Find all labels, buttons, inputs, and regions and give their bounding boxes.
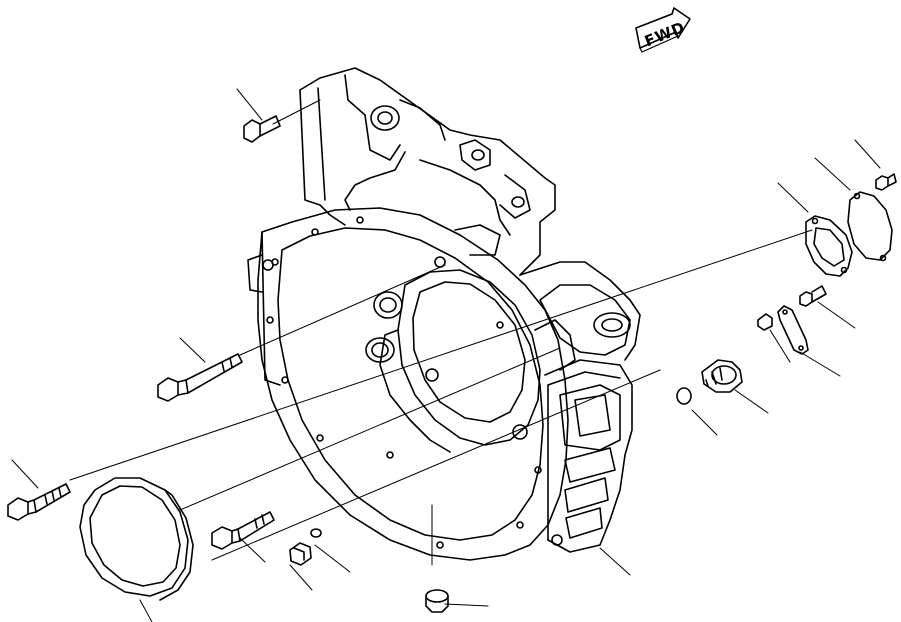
small-plug [757,313,773,331]
plate-bolt [799,285,827,307]
drain-plug [289,542,312,566]
cap-plug [425,589,449,613]
flange-bolt-upper [157,353,243,402]
plate [777,305,809,355]
plug-fitting [701,359,743,393]
cover [847,191,893,262]
gasket [805,215,853,277]
o-ring-plug [676,387,692,405]
fwd-arrow-icon: FWD [635,7,691,53]
flange-bolt-long [7,483,71,521]
oil-seal [79,477,194,601]
flywheel-housing [247,67,641,561]
cover-bolt [875,173,897,191]
o-ring-small [310,528,322,538]
leader-lines [11,88,881,622]
flange-bolt-lower [211,511,275,550]
mount-bolt [243,115,281,143]
